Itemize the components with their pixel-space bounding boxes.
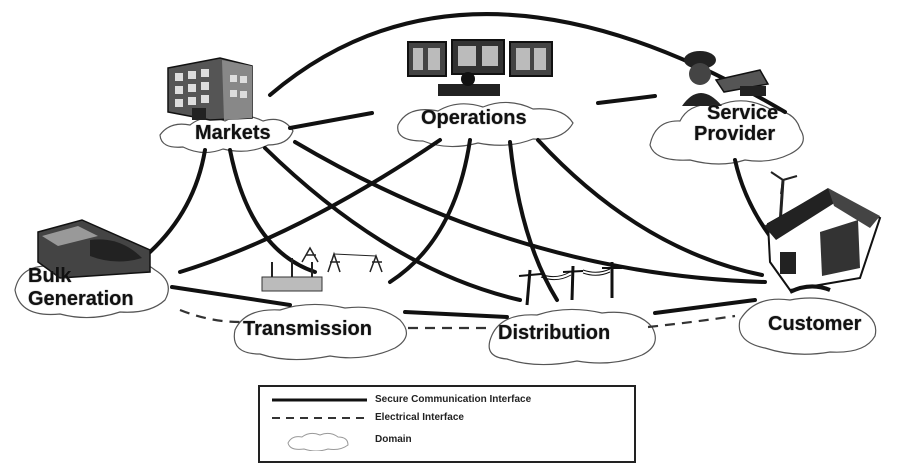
elink-distribution-customer: [647, 314, 736, 329]
legend-label-secure: Secure Communication Interface: [375, 394, 532, 405]
domain-label-customer: Customer: [768, 313, 862, 335]
legend-label-domain: Domain: [375, 434, 412, 445]
power-pole-icon: [518, 262, 622, 306]
office-building-icon: [167, 57, 253, 121]
legend-row-electrical: Electrical Interface: [260, 409, 634, 427]
cloud-transmission: [233, 303, 407, 361]
link-markets-transmission: [228, 148, 317, 274]
domain-label-provider: Provider: [694, 123, 776, 145]
cloud-customer: [738, 297, 877, 355]
link-operations-distribution: [508, 140, 559, 302]
cloud-service-provider: [649, 100, 804, 165]
link-operations-customer: [536, 138, 764, 277]
cloud-operations: [397, 101, 574, 148]
domain-label-bulk: Bulk: [28, 265, 72, 287]
domain-label-transmission: Transmission: [243, 318, 372, 340]
link-markets-bulk: [148, 148, 207, 254]
legend-label-electrical: Electrical Interface: [375, 412, 464, 423]
link-operations-transmission: [388, 138, 472, 284]
domain-label-distribution: Distribution: [498, 322, 611, 344]
legend-row-secure: Secure Communication Interface: [260, 391, 634, 409]
substation-icon: [261, 246, 383, 292]
link-operations-bulk: [178, 138, 442, 274]
link-markets-operations: [288, 111, 374, 130]
cloud-distribution: [488, 308, 656, 366]
legend-dashed-line: [272, 417, 367, 419]
link-distribution-customer: [653, 298, 757, 315]
link-markets-customer: [293, 140, 767, 284]
domain-label-service: Service: [707, 102, 779, 124]
electrical-links: [179, 308, 736, 330]
legend-solid-line: [272, 398, 367, 402]
link-bulk-transmission: [170, 285, 292, 307]
domain-label-generation: Generation: [28, 288, 134, 310]
power-plant-icon: [37, 219, 151, 279]
link-operations-service: [596, 94, 657, 105]
control-room-icon: [407, 39, 553, 96]
legend: Secure Communication Interface Electrica…: [258, 385, 636, 463]
domain-label-operations: Operations: [421, 107, 527, 129]
link-markets-distribution: [263, 146, 522, 302]
legend-row-domain: Domain: [260, 431, 634, 451]
legend-cloud-swatch: [287, 432, 349, 451]
worker-icon: [682, 51, 770, 106]
house-icon: [764, 171, 882, 294]
link-transmission-distribution: [403, 310, 509, 319]
domain-label-markets: Markets: [195, 122, 271, 144]
elink-bulk-transmission: [179, 308, 241, 324]
